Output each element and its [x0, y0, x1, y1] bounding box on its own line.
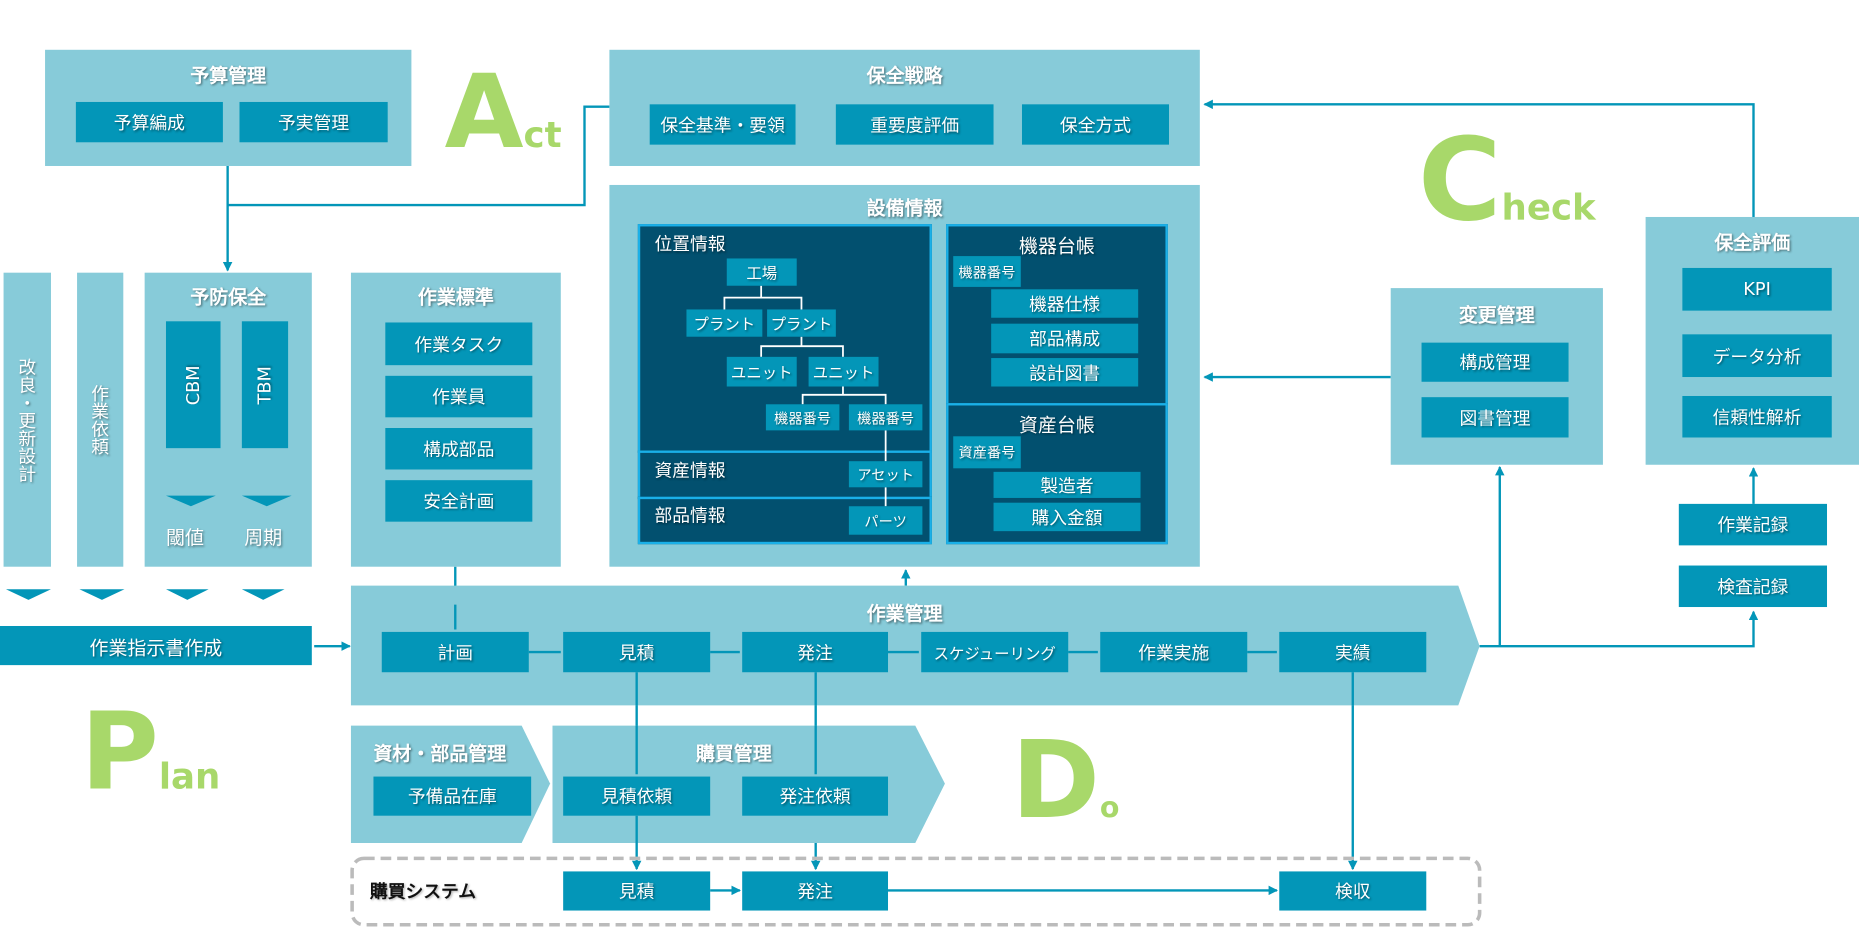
work-standard-panel: 作業標準 作業タスク 作業員 構成部品 安全計画	[350, 272, 561, 567]
plan-letter: Plan	[80, 690, 221, 815]
work-step[interactable]: 実績	[1279, 631, 1427, 673]
strategy-panel: 保全戦略 保全基準・要領 重要度評価 保全方式	[609, 49, 1200, 166]
down-triangle-icon	[241, 495, 292, 507]
purchase-system-title: 購買システム	[369, 880, 477, 903]
evaluation-panel: 保全評価 KPI データ分析 信頼性解析	[1645, 216, 1859, 465]
strategy-title: 保全戦略	[866, 64, 943, 87]
work-request-column[interactable]: 作業依頼	[77, 272, 124, 567]
work-step[interactable]: 発注	[742, 631, 889, 673]
asset-ledger-title: 資産台帳	[1019, 413, 1095, 437]
down-triangle-icon	[165, 495, 216, 507]
purchase-system-item[interactable]: 検収	[1279, 871, 1427, 911]
strategy-item[interactable]: 保全方式	[1021, 104, 1170, 145]
tree-node-unit[interactable]: ユニット	[808, 356, 879, 387]
strategy-item[interactable]: 重要度評価	[835, 104, 994, 145]
machine-ledger-item[interactable]: 設計図書	[991, 358, 1139, 387]
tree-node-plant[interactable]: プラント	[767, 309, 836, 337]
work-standard-item[interactable]: 安全計画	[385, 480, 533, 522]
do-letter: Do	[1011, 718, 1120, 843]
down-triangle-icon	[241, 589, 285, 600]
asset-ledger-item[interactable]: 購入金額	[993, 502, 1141, 532]
check-letter: Check	[1417, 113, 1596, 247]
machine-ledger-item[interactable]: 機器仕様	[991, 289, 1139, 318]
tree-node-unit[interactable]: ユニット	[726, 356, 797, 387]
change-mgmt-title: 変更管理	[1458, 303, 1535, 327]
tree-node-machine[interactable]: 機器番号	[765, 404, 840, 431]
work-step[interactable]: 計画	[381, 631, 529, 673]
tree-node-parts[interactable]: パーツ	[848, 506, 923, 535]
change-mgmt-item[interactable]: 図書管理	[1421, 397, 1569, 438]
purchase-system-item[interactable]: 見積	[563, 871, 711, 911]
tree-node-plant[interactable]: プラント	[686, 309, 763, 337]
machine-ledger-title: 機器台帳	[1019, 234, 1095, 258]
parts-info-title: 部品情報	[654, 505, 726, 527]
strategy-item[interactable]: 保全基準・要領	[649, 104, 796, 145]
evaluation-title: 保全評価	[1714, 231, 1791, 254]
budget-title: 予算管理	[190, 64, 267, 87]
threshold-label: 閾値	[165, 526, 204, 549]
work-standard-item[interactable]: 構成部品	[385, 428, 533, 470]
work-mgmt-arrow-shape	[350, 585, 1480, 706]
asset-ledger-item[interactable]: 製造者	[993, 471, 1141, 498]
change-mgmt-panel: 変更管理 構成管理 図書管理	[1390, 288, 1603, 465]
tbm-box[interactable]: TBM	[241, 321, 289, 449]
work-mgmt-title: 作業管理	[866, 602, 943, 625]
purchase-system-item[interactable]: 発注	[742, 871, 889, 911]
machine-number-key[interactable]: 機器番号	[953, 256, 1021, 287]
work-standard-item[interactable]: 作業タスク	[385, 322, 533, 366]
purchasing-item[interactable]: 見積依頼	[563, 776, 711, 816]
evaluation-item[interactable]: データ分析	[1682, 334, 1832, 378]
asset-number-key[interactable]: 資産番号	[953, 436, 1021, 469]
down-triangle-icon	[5, 589, 51, 600]
materials-title: 資材・部品管理	[373, 742, 507, 765]
work-step[interactable]: 作業実施	[1100, 631, 1248, 673]
preventive-title: 予防保全	[190, 285, 267, 309]
purchasing-title: 購買管理	[695, 742, 772, 765]
spare-parts-stock-button[interactable]: 予備品在庫	[373, 776, 532, 816]
cycle-label: 周期	[244, 526, 283, 549]
tree-node-machine[interactable]: 機器番号	[848, 404, 923, 431]
preventive-panel: 予防保全 CBM TBM 閾値 周期	[144, 272, 312, 567]
work-order-button[interactable]: 作業指示書作成	[0, 625, 312, 666]
evaluation-item[interactable]: KPI	[1682, 267, 1832, 311]
tree-node-factory[interactable]: 工場	[726, 258, 797, 286]
location-info-title: 位置情報	[654, 233, 726, 255]
purchasing-item[interactable]: 発注依頼	[742, 776, 889, 816]
work-standard-item[interactable]: 作業員	[385, 375, 533, 418]
work-step[interactable]: スケジューリング	[921, 631, 1069, 673]
tree-node-asset[interactable]: アセット	[848, 461, 923, 488]
down-triangle-icon	[79, 589, 125, 600]
work-standard-title: 作業標準	[417, 285, 494, 309]
act-letter: Act	[444, 53, 562, 172]
work-step[interactable]: 見積	[563, 631, 711, 673]
budget-item[interactable]: 予算編成	[75, 101, 223, 143]
budget-item[interactable]: 予実管理	[239, 101, 388, 143]
change-mgmt-item[interactable]: 構成管理	[1421, 342, 1569, 382]
budget-panel: 予算管理 予算編成 予実管理	[45, 49, 412, 166]
down-triangle-icon	[165, 589, 209, 600]
evaluation-item[interactable]: 信頼性解析	[1682, 395, 1832, 438]
asset-info-title: 資産情報	[654, 460, 726, 482]
improvement-design-column[interactable]: 改良・更新設計	[3, 272, 51, 567]
machine-ledger-item[interactable]: 部品構成	[991, 323, 1139, 354]
inspection-record-button[interactable]: 検査記録	[1678, 565, 1828, 608]
work-request-label: 作業依頼	[88, 384, 111, 456]
improvement-design-label: 改良・更新設計	[16, 357, 38, 482]
work-record-button[interactable]: 作業記録	[1678, 503, 1828, 546]
equipment-title: 設備情報	[866, 196, 943, 220]
cbm-box[interactable]: CBM	[165, 321, 221, 449]
